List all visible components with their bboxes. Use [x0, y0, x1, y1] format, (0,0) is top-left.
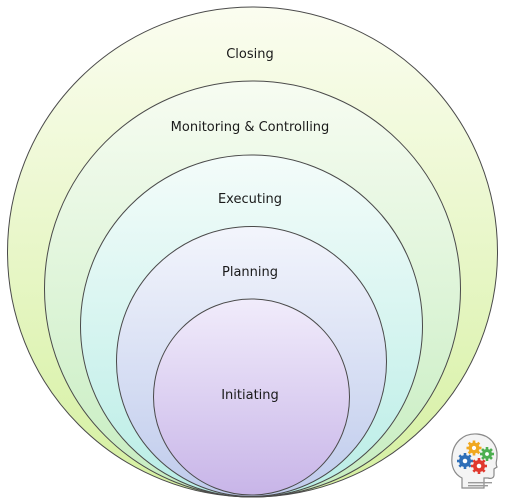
gear-blue-icon	[457, 453, 473, 469]
logo-caption-line	[468, 482, 492, 484]
gear-orange-icon	[466, 440, 482, 456]
stage-label-executing: Executing	[218, 192, 282, 207]
gear-red-icon	[471, 458, 487, 474]
stage-label-initiating: Initiating	[221, 388, 279, 403]
gear-green-icon	[480, 447, 494, 461]
logo-caption-line	[468, 485, 488, 487]
stage-label-monitoring-controlling: Monitoring & Controlling	[171, 120, 330, 135]
head-with-gears-icon	[451, 433, 498, 489]
ring-initiating: Initiating	[153, 298, 350, 496]
stage-label-planning: Planning	[222, 265, 278, 280]
stage-label-closing: Closing	[226, 47, 274, 62]
